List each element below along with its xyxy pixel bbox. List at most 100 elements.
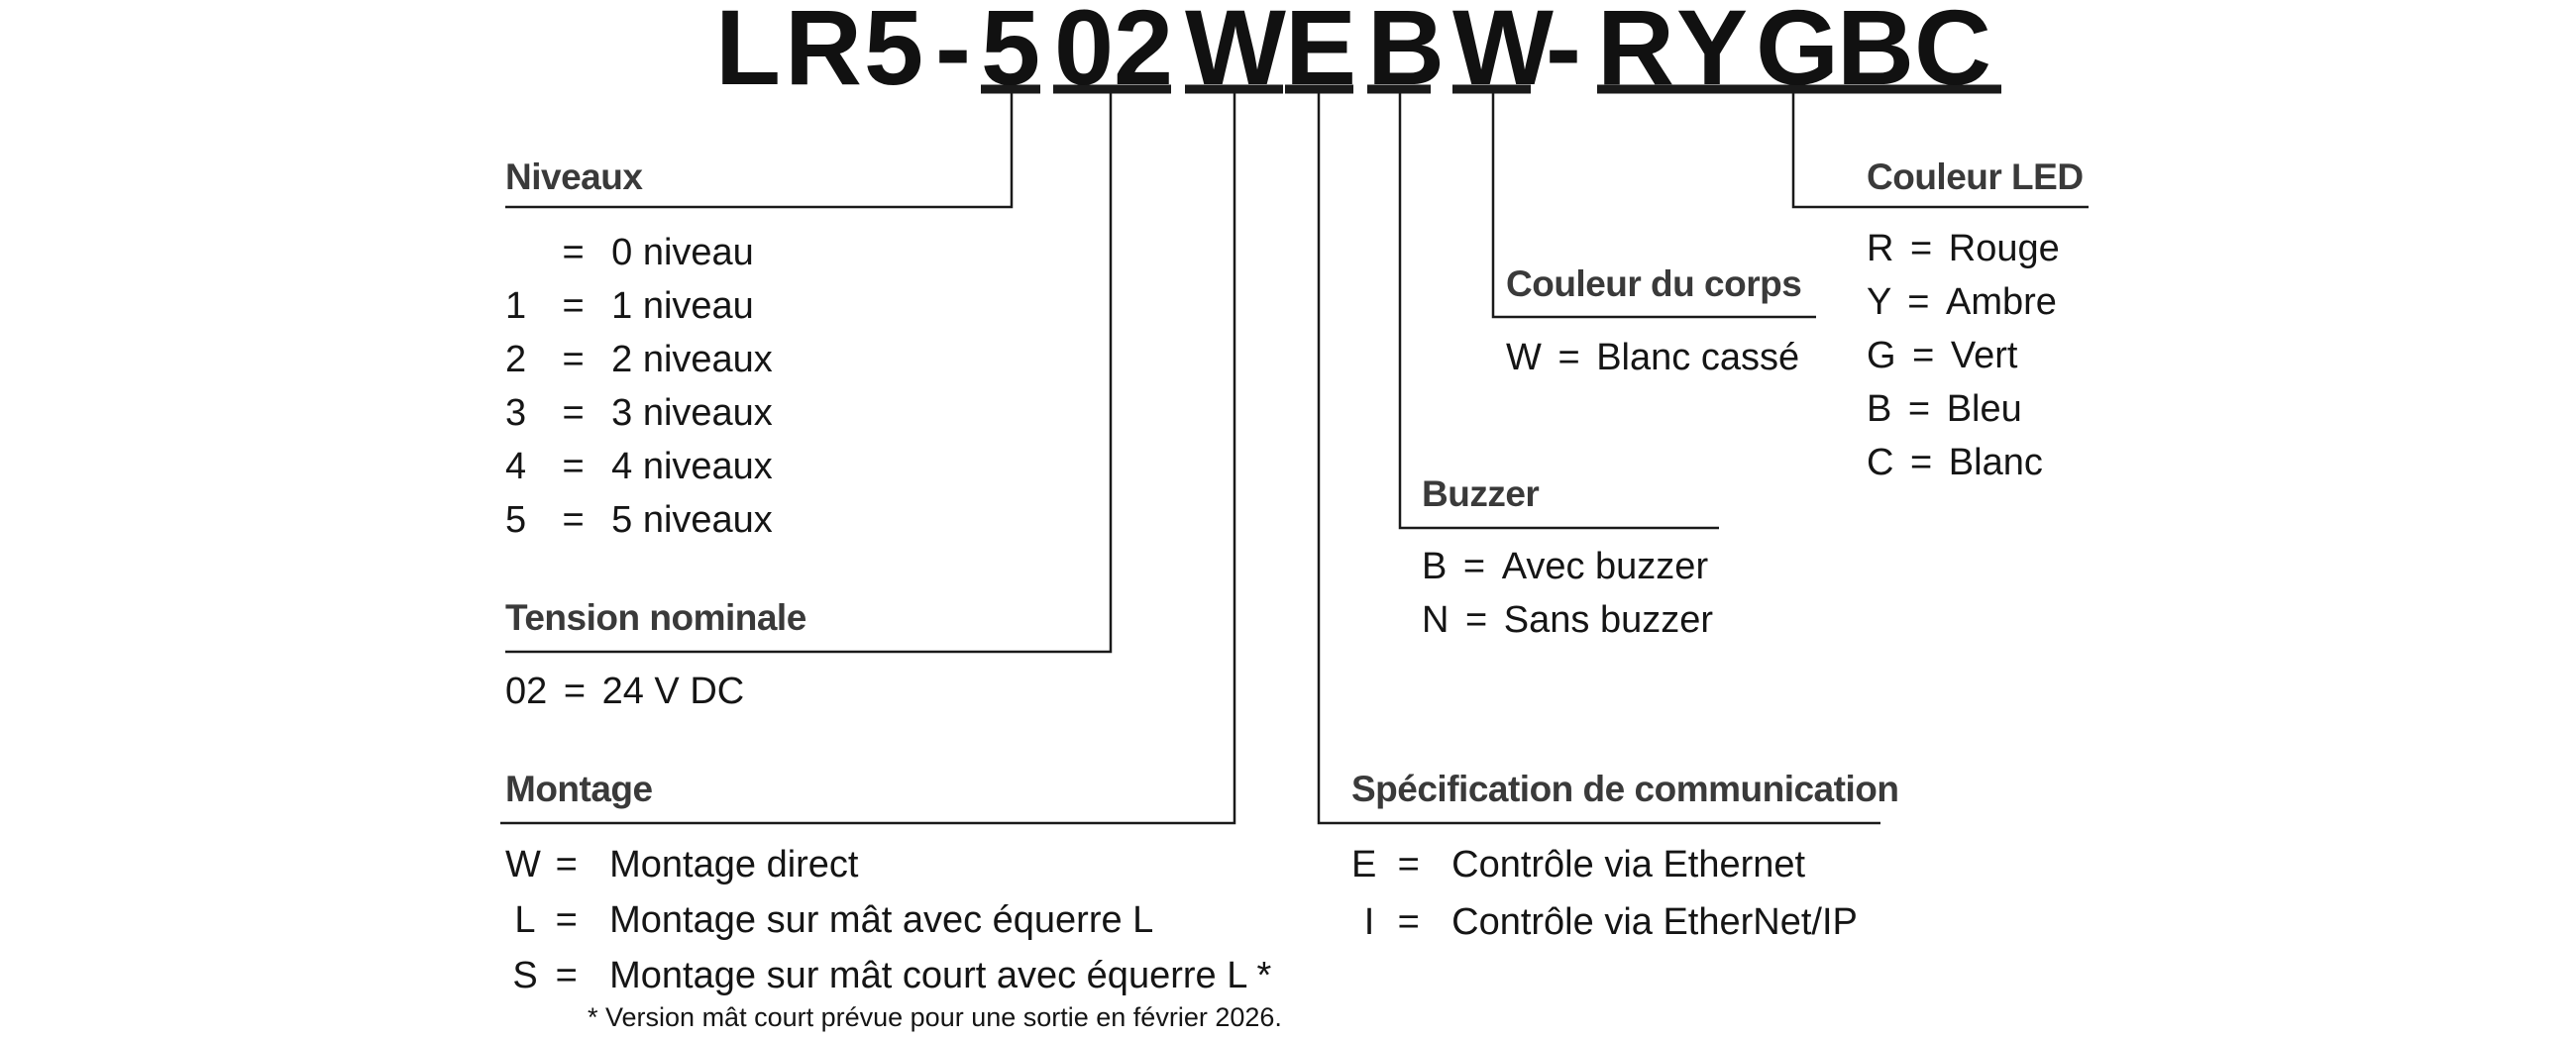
item-label: 0 niveau [611,232,754,273]
connector-montage [500,89,1236,825]
list-item: C = Blanc [1867,444,2043,481]
item-code: 02 [505,671,548,712]
item-eq: = [562,339,585,380]
connector-niveaux [505,89,1014,209]
item-code: R [1867,228,1894,269]
item-code: B [1422,546,1448,587]
list-item: 4 = 4 niveaux [505,448,773,485]
item-label: Contrôle via Ethernet [1451,844,1806,885]
item-eq: = [555,899,578,941]
item-code: N [1422,599,1449,641]
heading-corps: Couleur du corps [1506,263,1802,304]
heading-led: Couleur LED [1867,156,2084,197]
heading-montage: Montage [505,769,653,809]
connector-buzzer [1398,89,1719,530]
item-label: 24 V DC [601,671,745,712]
connector-communication [1317,89,1880,825]
item-label: Montage sur mât court avec équerre L * [609,955,1272,996]
item-eq: = [1557,337,1580,378]
list-item: B = Bleu [1867,390,2022,428]
item-code: 5 [505,499,527,541]
item-label: 4 niveaux [611,446,773,487]
item-eq: = [555,955,578,996]
item-code: E [1351,844,1377,885]
item-label: Ambre [1946,281,2057,323]
list-item: L = Montage sur mât avec équerre L [505,901,1153,939]
item-label: 2 niveaux [611,339,773,380]
list-item: = 0 niveau [505,232,754,273]
heading-tension: Tension nominale [505,597,806,638]
model-char: R [1597,0,1674,107]
list-item: W = Blanc cassé [1506,339,1799,376]
model-char: L [715,0,781,107]
list-item: B = Avec buzzer [1422,548,1708,585]
list-item: 1 = 1 niveau [505,287,754,325]
item-eq: = [1462,546,1486,587]
item-eq: = [562,392,585,434]
item-eq: = [1465,599,1488,641]
model-char: - [935,0,971,107]
item-label: Rouge [1948,228,2060,269]
model-char: G [1756,0,1840,107]
montage-footnote: * Version mât court prévue pour une sort… [588,1002,1282,1032]
list-item: 02 = 24 V DC [505,673,744,710]
item-code: L [514,899,536,941]
heading-communication: Spécification de communication [1351,769,1899,809]
item-label: Montage direct [609,844,859,885]
item-label: 5 niveaux [611,499,773,541]
list-item: R = Rouge [1867,230,2060,267]
model-char: 2 [1114,0,1174,107]
model-char: B [1837,0,1914,107]
connector-led [1791,89,2089,209]
list-item: Y = Ambre [1867,283,2057,321]
item-eq: = [1907,388,1931,430]
list-item: E = Contrôle via Ethernet [1351,846,1805,884]
item-code: W [1506,337,1542,378]
model-char: W [1452,0,1554,107]
item-eq: = [562,285,585,327]
item-eq: = [562,446,585,487]
item-code: I [1363,901,1375,943]
list-item: 3 = 3 niveaux [505,394,773,432]
model-char: - [1546,0,1581,107]
model-char: 5 [864,0,924,107]
item-code: S [512,955,538,996]
list-item: G = Vert [1867,337,2018,374]
model-char: W [1185,0,1286,107]
item-code: 1 [505,285,527,327]
item-code: G [1867,335,1896,376]
item-label: Blanc cassé [1596,337,1800,378]
model-char: 5 [981,0,1041,107]
item-eq: = [1910,442,1933,483]
list-item: 2 = 2 niveaux [505,341,773,378]
item-label: Contrôle via EtherNet/IP [1451,901,1858,943]
item-eq: = [1907,281,1930,323]
item-eq: = [562,499,585,541]
item-code: C [1867,442,1894,483]
item-eq: = [1397,901,1420,943]
model-char: B [1367,0,1445,107]
connector-tension [505,89,1113,654]
item-eq: = [562,232,585,273]
model-char: E [1285,0,1357,107]
model-char: C [1914,0,1991,107]
list-item: N = Sans buzzer [1422,601,1713,639]
item-label: 3 niveaux [611,392,773,434]
heading-niveaux: Niveaux [505,156,643,197]
item-label: Avec buzzer [1501,546,1709,587]
item-code: B [1867,388,1892,430]
item-eq: = [1912,335,1935,376]
item-code: 3 [505,392,527,434]
item-label: Bleu [1946,388,2022,430]
connector-corps [1491,89,1816,319]
list-item: W = Montage direct [505,846,859,884]
item-label: Blanc [1948,442,2043,483]
item-code: 2 [505,339,527,380]
item-eq: = [1397,844,1420,885]
list-item: S = Montage sur mât court avec équerre L… [505,957,1271,994]
item-code: 4 [505,446,527,487]
item-label: Vert [1950,335,2018,376]
heading-buzzer: Buzzer [1422,473,1540,514]
